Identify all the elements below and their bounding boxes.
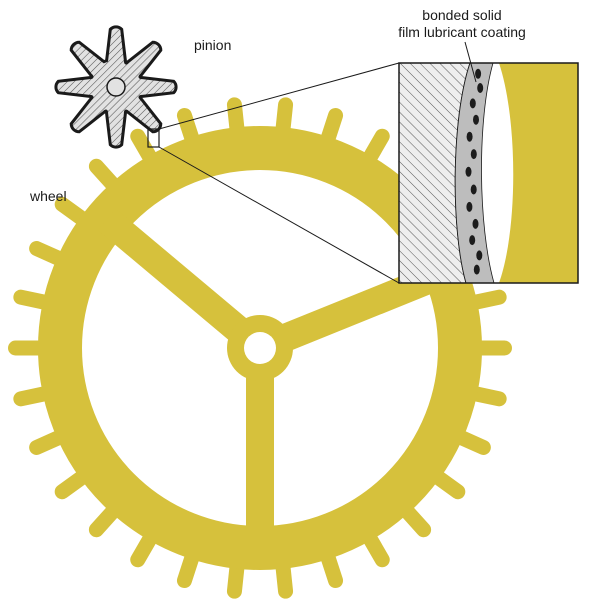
coating-particle bbox=[470, 149, 477, 160]
inset-wheel-tooth bbox=[499, 63, 578, 283]
coating-label-line1: bonded solid bbox=[422, 7, 501, 23]
coating-particle bbox=[473, 114, 479, 125]
wheel-spokes bbox=[97, 208, 451, 548]
coating-particle bbox=[477, 83, 484, 93]
coating-particle bbox=[466, 201, 473, 212]
wheel-gear bbox=[8, 97, 512, 599]
coating-pointer-line bbox=[464, 41, 477, 83]
wheel-spoke bbox=[97, 208, 269, 359]
coating-label-line2: film lubricant coating bbox=[398, 24, 526, 40]
inset-frame bbox=[398, 62, 579, 284]
wheel-tooth bbox=[8, 340, 48, 356]
pinion-gear bbox=[54, 25, 178, 149]
wheel-tooth bbox=[472, 340, 512, 356]
contact-zone-marker bbox=[147, 128, 160, 148]
magnified-inset bbox=[398, 62, 579, 284]
coating-particle bbox=[469, 98, 476, 109]
pinion-axle-hole bbox=[106, 77, 126, 97]
wheel-spoke bbox=[246, 348, 274, 548]
coating-particle bbox=[470, 184, 477, 195]
coating-particle bbox=[473, 264, 480, 275]
coating-particle bbox=[476, 250, 483, 261]
coating-particle bbox=[469, 235, 476, 246]
wheel-axle-hole bbox=[244, 332, 276, 364]
inset-lubricant-coating bbox=[454, 63, 495, 283]
coating-particles bbox=[465, 68, 484, 275]
coating-particle bbox=[472, 218, 479, 229]
leader-line-bottom bbox=[158, 146, 400, 284]
coating-particle bbox=[466, 131, 473, 142]
wheel-spoke bbox=[254, 260, 451, 361]
coating-particle bbox=[475, 68, 482, 79]
pinion-label: pinion bbox=[194, 37, 231, 53]
wheel-label: wheel bbox=[29, 188, 67, 204]
leader-line-top bbox=[158, 62, 400, 130]
coating-particle bbox=[465, 166, 472, 177]
